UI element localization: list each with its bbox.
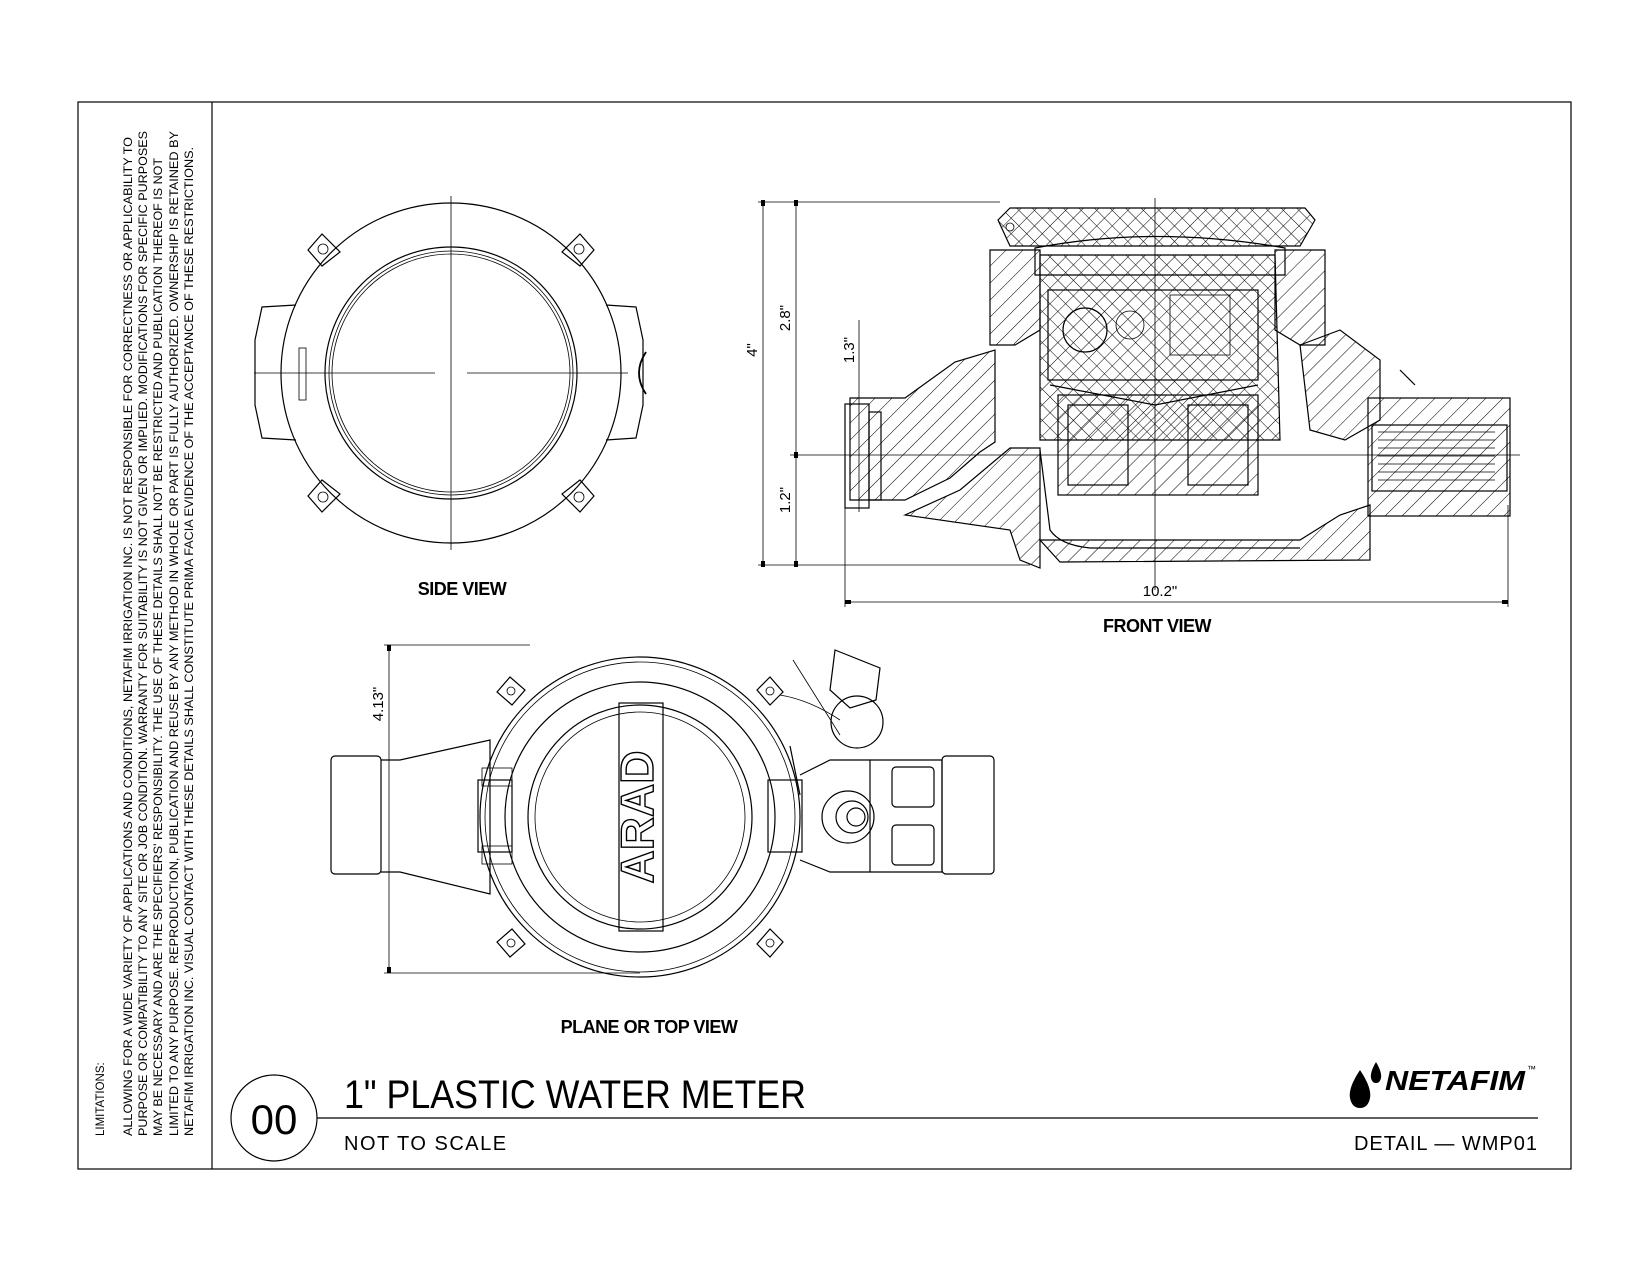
mounting-ear <box>307 479 341 513</box>
dim-inlet-height: 1.3" <box>841 337 858 363</box>
brand-band <box>618 702 664 932</box>
water-drop-icon <box>1370 1062 1382 1083</box>
mounting-ear <box>561 479 595 513</box>
logo-trademark: ™ <box>1527 1064 1536 1074</box>
sheet-border <box>77 101 1572 1170</box>
mounting-ear <box>307 233 341 267</box>
detail-number: 00 <box>251 1096 298 1143</box>
drawing-title: 1" PLASTIC WATER METER <box>344 1073 806 1117</box>
mounting-ear <box>561 233 595 267</box>
dim-total-height: 4" <box>744 343 761 357</box>
logo-wordmark: NETAFIM <box>1385 1065 1526 1096</box>
brand-mark: ARAD <box>611 751 663 884</box>
dim-lower-height: 1.2" <box>777 487 794 513</box>
detail-code: DETAIL — WMP01 <box>1354 1133 1538 1155</box>
front-view-drawing: 4" 2.8" 1.2" 1.3" 10.2" <box>744 198 1520 636</box>
limitations-line: LIMITED TO ANY PURPOSE. REPRODUCTION, PU… <box>169 131 181 1136</box>
strainer-fins <box>1378 431 1495 481</box>
limitations-line: ALLOWING FOR A WIDE VARIETY OF APPLICATI… <box>123 137 135 1136</box>
dim-width: 4.13" <box>370 687 387 722</box>
scale-note: NOT TO SCALE <box>344 1133 508 1155</box>
mounting-ear <box>496 676 526 706</box>
side-view-drawing: SIDE VIEW <box>254 196 647 599</box>
top-view-drawing: 4.13" ARAD PLANE OR TOP VI <box>330 644 995 1037</box>
netafim-logo: NETAFIM ™ <box>1349 1062 1536 1108</box>
mounting-ear <box>756 676 784 706</box>
mounting-ear <box>756 928 784 958</box>
inlet-pipe-section <box>849 349 996 501</box>
limitations-heading: LIMITATIONS: <box>95 1062 107 1136</box>
front-view-label: FRONT VIEW <box>1103 616 1212 636</box>
limitations-line: PURPOSE OR COMPATIBILITY TO ANY SITE OR … <box>138 131 150 1136</box>
limitations-line: MAY BE NECESSARY AND ARE THE SPECIFIERS'… <box>153 158 165 1136</box>
dim-upper-height: 2.8" <box>777 305 794 331</box>
dim-length: 10.2" <box>1143 583 1178 600</box>
top-view-label: PLANE OR TOP VIEW <box>561 1017 738 1037</box>
title-block: 00 1" PLASTIC WATER METER NOT TO SCALE D… <box>230 1062 1538 1162</box>
side-view-label: SIDE VIEW <box>418 579 507 599</box>
limitations-line: NETAFIM IRRIGATION INC. VISUAL CONTACT W… <box>184 147 196 1136</box>
limitations-block: LIMITATIONS: ALLOWING FOR A WIDE VARIETY… <box>95 131 196 1136</box>
mounting-ear <box>496 928 526 958</box>
water-drop-icon <box>1349 1070 1371 1108</box>
